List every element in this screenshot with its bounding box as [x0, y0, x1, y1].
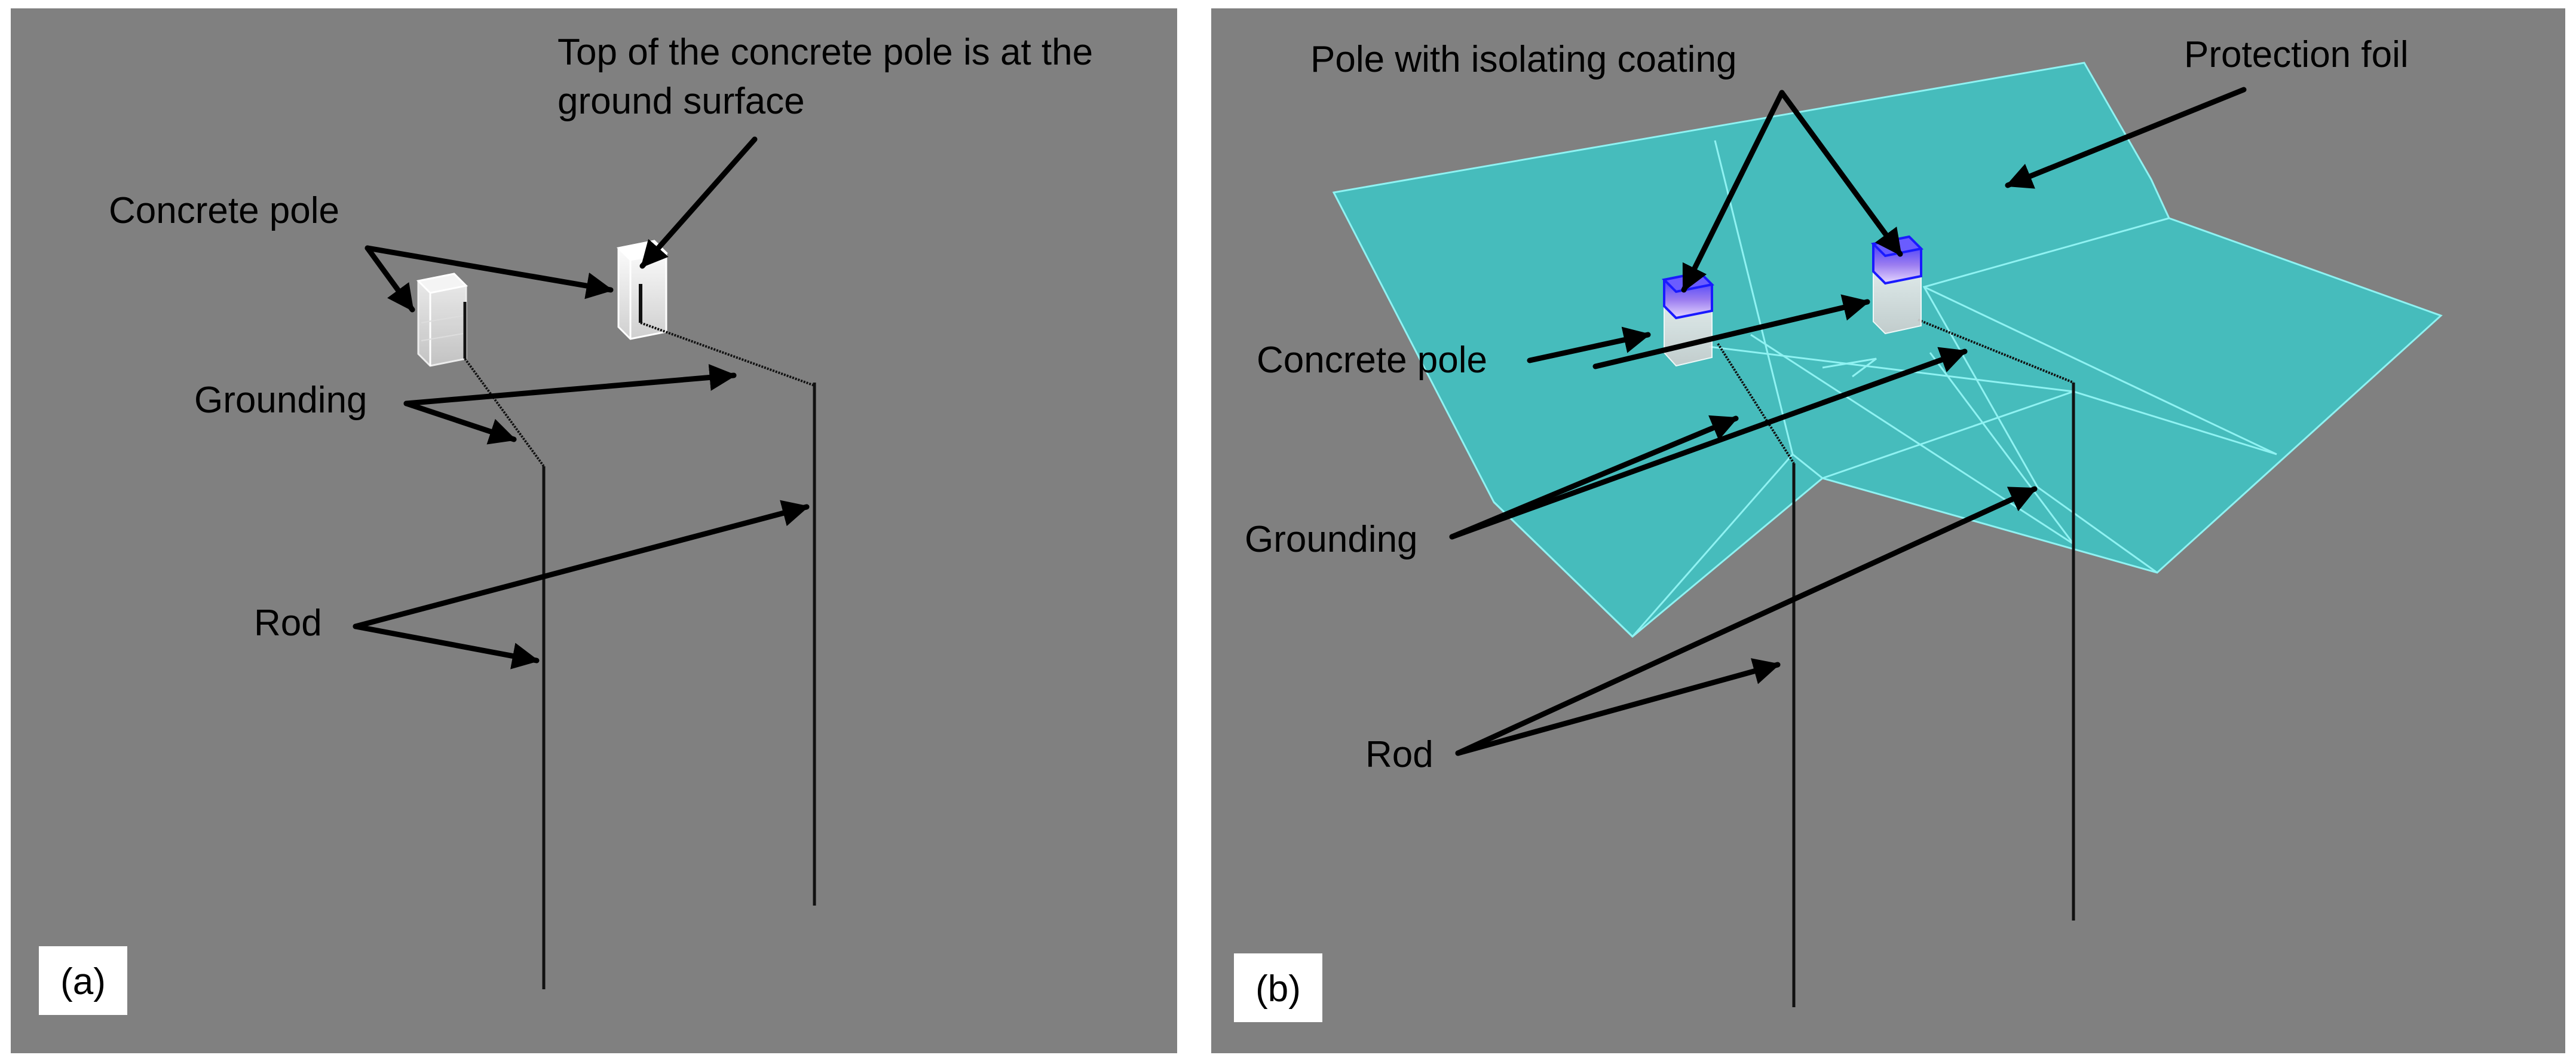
arrow-coating-left: [1681, 90, 1785, 293]
label-rod-b: Rod: [1365, 734, 1434, 775]
label-top-line1: Top of the concrete pole is at the: [558, 32, 1093, 73]
label-grounding-b: Grounding: [1245, 519, 1418, 560]
arrow-rod-right-b: [1455, 486, 2038, 756]
arrow-concrete-pole-right-b: [1592, 294, 1870, 369]
arrow-protection-foil: [2005, 87, 2247, 189]
grounding-wire-left: [464, 357, 545, 467]
label-rod-a: Rod: [254, 603, 322, 644]
concrete-pole-left: [416, 273, 468, 367]
arrow-grounding-right-b: [1449, 347, 1968, 540]
protection-foil: [1332, 62, 2443, 638]
label-concrete-pole-b: Concrete pole: [1257, 340, 1487, 381]
arrow-rod-right: [353, 500, 810, 629]
arrow-rod-left-b: [1455, 658, 1781, 756]
label-pole-coating: Pole with isolating coating: [1310, 39, 1736, 80]
arrow-rod-left: [353, 623, 540, 669]
label-protection-foil: Protection foil: [2184, 34, 2409, 75]
label-top-line2: ground surface: [558, 81, 805, 122]
grounding-wire-right: [640, 322, 815, 387]
arrow-concrete-pole-left: [365, 245, 415, 313]
panel-a-background: [11, 8, 1177, 1053]
panel-b: Pole with isolating coating Protection f…: [1211, 8, 2565, 1053]
panel-a: Top of the concrete pole is at the groun…: [11, 8, 1177, 1053]
panel-tag-a: (a): [60, 961, 106, 1002]
grounding-wire-right-b: [1918, 319, 2074, 384]
arrow-grounding-right: [403, 364, 737, 406]
label-concrete-pole-a: Concrete pole: [109, 190, 339, 231]
arrow-top-of-pole: [639, 136, 758, 269]
arrow-coating-right: [1779, 90, 1903, 257]
concrete-pole-right: [616, 240, 669, 340]
panel-tag-b-box: [1234, 953, 1322, 1022]
grounding-wire-left-b: [1717, 343, 1795, 464]
arrow-concrete-pole-right: [365, 245, 614, 299]
arrow-concrete-pole-left-b: [1527, 326, 1651, 363]
arrow-grounding-left: [403, 400, 517, 445]
panel-tag-b: (b): [1255, 968, 1301, 1010]
panel-tag-a-box: [39, 946, 127, 1015]
label-grounding-a: Grounding: [194, 380, 367, 421]
